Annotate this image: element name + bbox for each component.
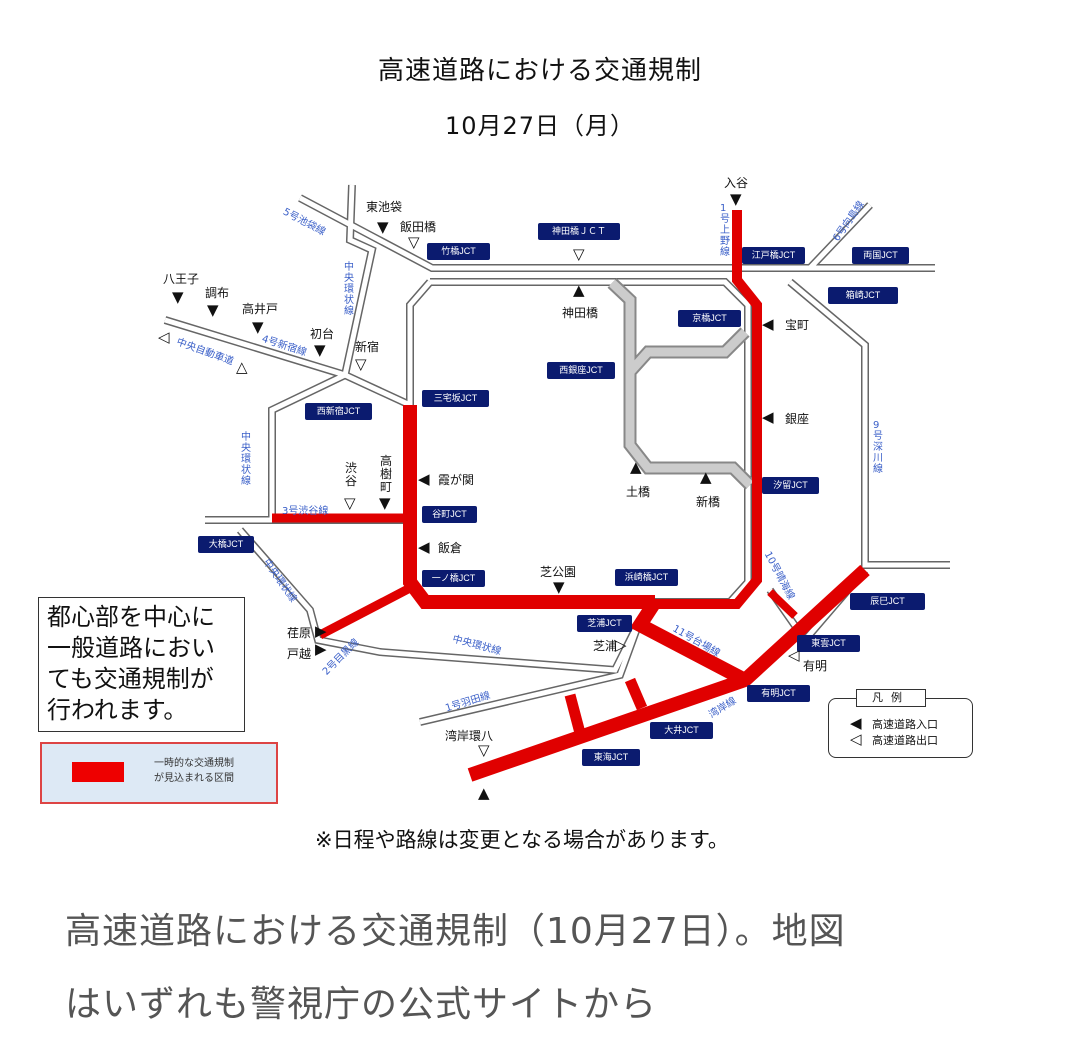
ramp-takagicho: 高樹町 — [380, 454, 393, 494]
ramp-iidabashi: 飯田橋 — [400, 220, 437, 234]
ramp-shibaura: 芝浦 — [593, 639, 618, 653]
entrance-icon: ▼ — [379, 494, 391, 512]
entrance-icon: ▼ — [730, 190, 742, 208]
route-label-3: 3号渋谷線 — [282, 506, 329, 517]
exit-icon: ▽ — [355, 355, 367, 373]
exit-icon: △ — [236, 358, 248, 376]
route-label-central-w: 中央環状線 — [241, 432, 251, 487]
jct-nishiginza: 西銀座JCT — [547, 362, 615, 379]
entrance-icon: ▼ — [314, 341, 326, 359]
entrance-icon: ▼ — [553, 578, 565, 596]
date: 10月27日（月） — [444, 112, 636, 140]
ramp-chofu: 調布 — [205, 286, 230, 300]
jct-oi: 大井JCT — [650, 722, 713, 739]
jct-shibaura: 芝浦JCT — [577, 615, 632, 632]
route-label-1-ueno: 1号上野線 — [720, 203, 730, 258]
jct-shiodome: 汐留JCT — [762, 477, 819, 494]
notice-box: 都心部を中心に一般道路においても交通規制が行われます。 — [38, 597, 245, 732]
ramp-ariake: 有明 — [803, 659, 828, 673]
ramp-shinbashi: 新橋 — [696, 495, 721, 509]
page-title: 高速道路における交通規制 — [377, 56, 702, 86]
entrance-icon: ▲ — [573, 281, 585, 299]
exit-icon: ◁ — [158, 328, 170, 346]
jct-ichinohashi: 一ノ橋JCT — [422, 570, 485, 587]
jct-shinonome: 東雲JCT — [797, 635, 860, 652]
ramp-iriya: 入谷 — [724, 176, 749, 190]
entrance-icon: ◀ — [850, 714, 862, 732]
restriction-legend-line1: 一時的な交通規制 — [154, 758, 234, 769]
jct-edobashi: 江戸橋JCT — [742, 247, 805, 264]
jct-tatsumi: 辰巳JCT — [850, 593, 925, 610]
ramp-shibakoen: 芝公園 — [540, 565, 577, 579]
legend-entrance: 高速道路入口 — [872, 718, 938, 731]
ramp-shinjuku: 新宿 — [355, 340, 380, 354]
ramp-togoshi: 戸越 — [287, 647, 312, 661]
ramp-takaido: 高井戸 — [242, 302, 279, 316]
jct-tanimachi: 谷町JCT — [422, 506, 477, 523]
jct-nishishinjuku: 西新宿JCT — [305, 403, 372, 420]
caption-line-1: 高速道路における交通規制（10月27日）。地図 — [65, 911, 846, 952]
exit-icon: ◁ — [850, 730, 862, 748]
jct-hakozaki: 箱崎JCT — [828, 287, 898, 304]
exit-icon: ▽ — [408, 233, 420, 251]
entrance-icon: ▼ — [252, 318, 264, 336]
entrance-icon: ▲ — [478, 784, 490, 802]
ramp-higashiikebukuro: 東池袋 — [366, 200, 403, 214]
jct-kyobashi: 京橋JCT — [678, 310, 741, 327]
entrance-icon: ◀ — [418, 538, 430, 556]
jct-tokai: 東海JCT — [582, 749, 640, 766]
exit-icon: ◁ — [788, 646, 800, 664]
restriction-swatch — [72, 762, 124, 782]
ramp-kandabashi: 神田橋 — [562, 306, 599, 320]
exit-icon: ▷ — [615, 636, 627, 654]
jct-hamazakibashi: 浜崎橋JCT — [615, 569, 678, 586]
route-label-central-n: 中央環状線 — [344, 262, 354, 317]
jct-takebashi: 竹橋JCT — [427, 243, 490, 260]
entrance-icon: ▲ — [700, 468, 712, 486]
jct-kandabashi: 神田橋ＪＣＴ — [538, 223, 620, 240]
entrance-icon: ◀ — [418, 470, 430, 488]
restricted-sections — [272, 210, 870, 782]
jct-miyakezaka: 三宅坂JCT — [422, 390, 489, 407]
ramp-ebara: 荏原 — [287, 626, 312, 640]
entrance-icon: ▶ — [315, 640, 327, 658]
jct-ryogoku: 両国JCT — [852, 247, 909, 264]
entrance-icon: ▼ — [207, 301, 219, 319]
ramp-hatsudai: 初台 — [310, 327, 335, 341]
ramp-iigura: 飯倉 — [438, 541, 463, 555]
ramp-hachioji: 八王子 — [163, 272, 200, 286]
schedule-note: ※日程や路線は変更となる場合があります。 — [315, 828, 729, 852]
legend-title: 凡例 — [856, 689, 926, 707]
ramp-ginza: 銀座 — [785, 412, 810, 426]
exit-icon: ▽ — [573, 245, 585, 263]
restriction-legend: 一時的な交通規制が見込まれる区間 — [40, 742, 278, 804]
exit-icon: ▽ — [478, 741, 490, 759]
ramp-takaracho: 宝町 — [785, 318, 810, 332]
route-label-9: 9号深川線 — [873, 420, 883, 475]
entrance-icon: ◀ — [762, 408, 774, 426]
legend-exit: 高速道路出口 — [872, 734, 938, 747]
exit-icon: ▽ — [344, 494, 356, 512]
ramp-shibuya: 渋谷 — [345, 461, 358, 488]
caption-line-2: はいずれも警視庁の公式サイトから — [65, 984, 658, 1025]
ramp-wangan-kanpachi: 湾岸環八 — [445, 729, 494, 743]
ramp-kasumigaseki: 霞が関 — [438, 473, 475, 487]
entrance-icon: ▼ — [377, 218, 389, 236]
entrance-icon: ◀ — [762, 315, 774, 333]
jct-ariake: 有明JCT — [747, 685, 810, 702]
jct-ohashi: 大橋JCT — [198, 536, 254, 553]
restriction-legend-line2: が見込まれる区間 — [154, 773, 234, 784]
ramp-dobashi: 土橋 — [626, 485, 651, 499]
entrance-icon: ▲ — [630, 458, 642, 476]
entrance-icon: ▶ — [315, 622, 327, 640]
entrance-icon: ▼ — [172, 288, 184, 306]
